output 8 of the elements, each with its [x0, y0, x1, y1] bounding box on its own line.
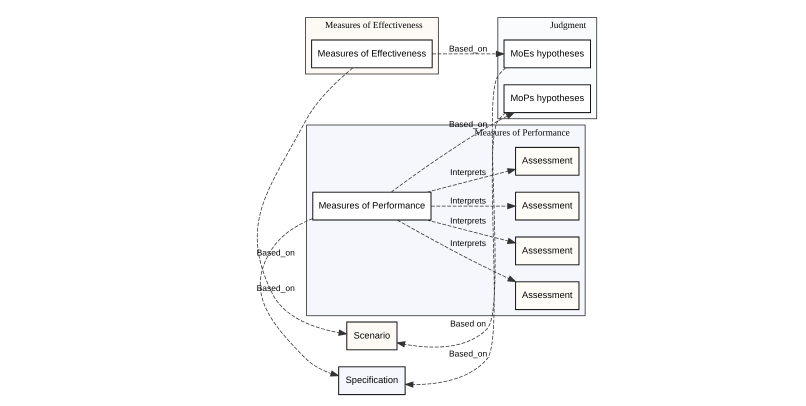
edge-label: Interprets	[450, 238, 486, 248]
edge-label: Based_on	[448, 43, 488, 54]
edge-label: Based_on	[256, 247, 295, 258]
edge-label: Based on	[450, 318, 486, 328]
edge-label: Interprets	[450, 167, 486, 178]
edge-label: Interprets	[450, 196, 486, 206]
edge-label: Interprets	[450, 216, 486, 226]
edge-label: Based_on	[448, 348, 488, 359]
